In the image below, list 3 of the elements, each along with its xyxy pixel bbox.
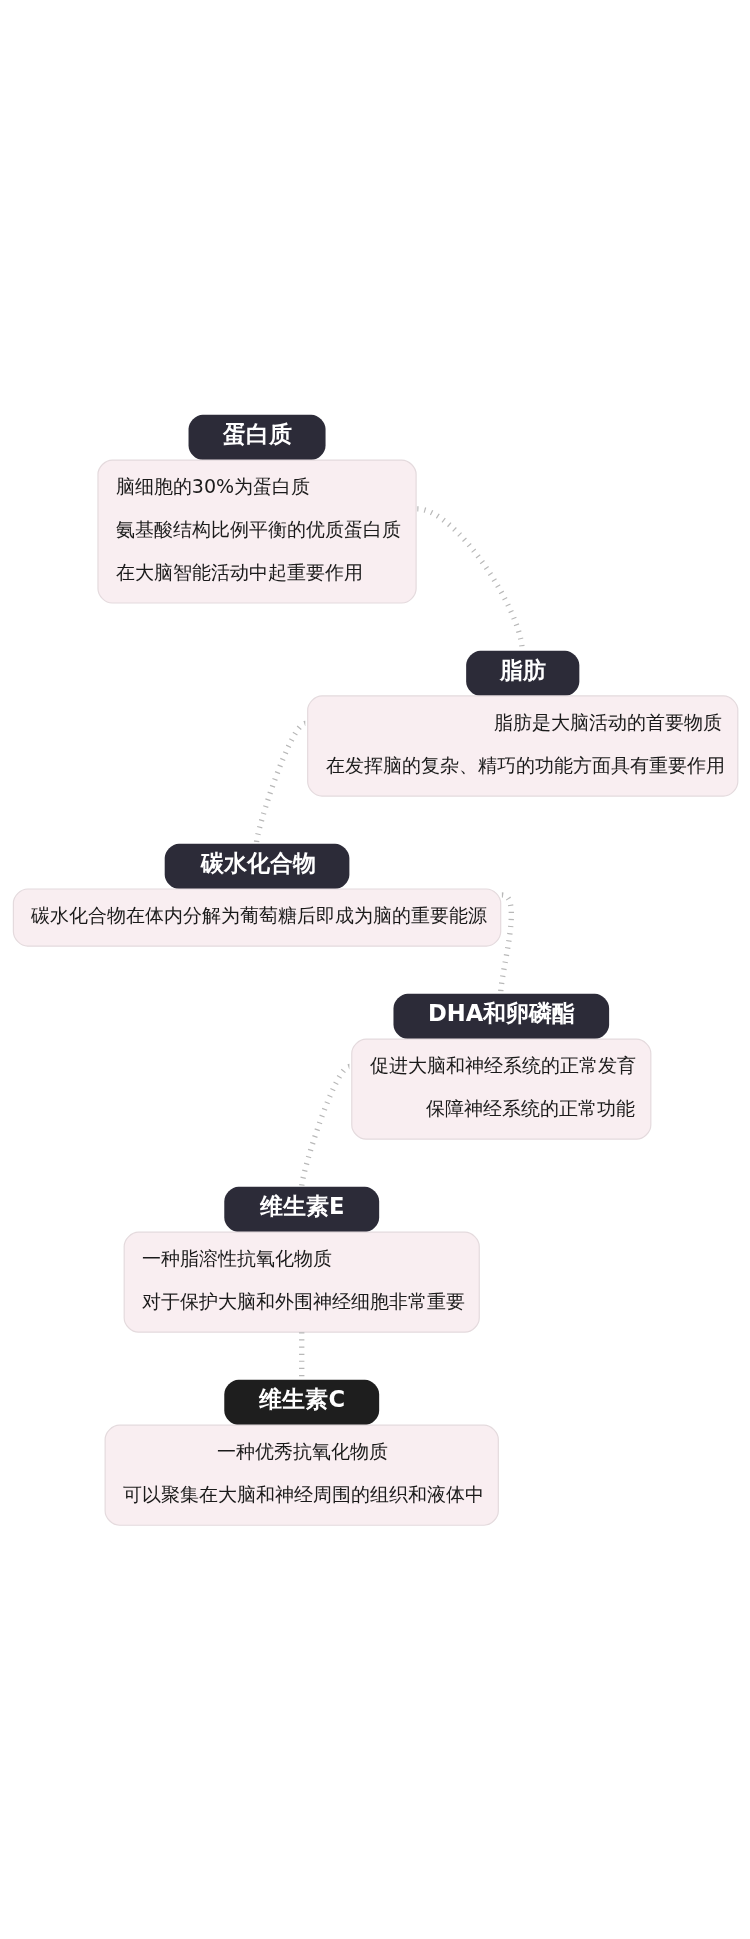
connector — [253, 720, 307, 844]
connector — [299, 1063, 351, 1187]
connector — [498, 891, 514, 994]
